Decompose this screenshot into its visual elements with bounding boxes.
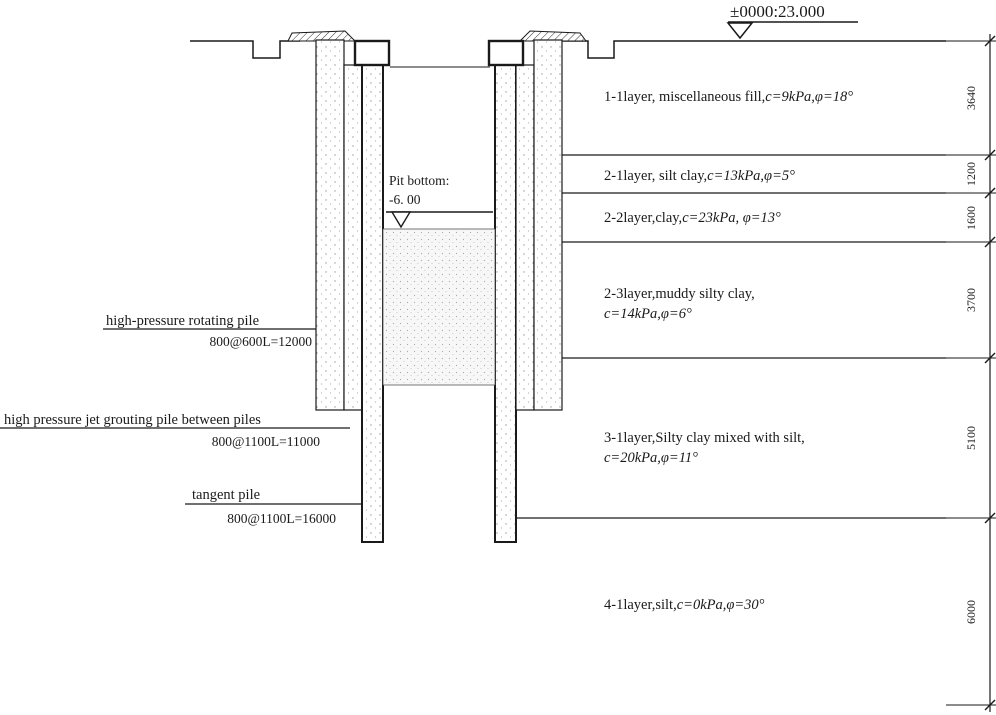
dim-layer-3: 1600: [964, 206, 978, 230]
left-capping-beam: [353, 39, 391, 67]
right-rotating-pile: [533, 39, 563, 411]
tangent-pile-title: tangent pile: [192, 487, 260, 503]
elevation-marker: [726, 21, 858, 40]
right-jet-grouting-pile: [515, 64, 535, 411]
dim-layer-4: 3700: [964, 288, 978, 312]
ground-surface: [190, 40, 946, 68]
elevation-label: ±0000:23.000: [730, 2, 825, 21]
pit-bottom-marker: [386, 211, 493, 229]
layer-4-params: c=14kPa,φ=6°: [604, 306, 692, 322]
pit-bottom-reinforcement: [382, 228, 496, 386]
right-capping-beam: [487, 39, 525, 67]
layer-4-label-line1: 2-3layer,muddy silty clay,: [604, 286, 755, 302]
layer-2-label: 2-1layer, silt clay,c=13kPa,φ=5°: [604, 168, 795, 184]
layer-5-label-line1: 3-1layer,Silty clay mixed with silt,: [604, 430, 805, 446]
tangent-pile-callout: tangent pile 800@1100L=16000: [185, 487, 362, 526]
jet-pile-title: high pressure jet grouting pile between …: [4, 412, 261, 428]
right-tangent-pile: [494, 64, 517, 543]
jet-pile-callout: high pressure jet grouting pile between …: [0, 412, 350, 449]
rotating-pile-callout: high-pressure rotating pile 800@600L=120…: [103, 313, 316, 349]
left-jet-grouting-pile: [343, 64, 363, 411]
tangent-pile-spec: 800@1100L=16000: [227, 511, 336, 526]
left-rotating-pile: [315, 39, 345, 411]
jet-pile-spec: 800@1100L=11000: [212, 434, 321, 449]
left-tangent-pile: [361, 64, 384, 543]
rotating-pile-spec: 800@600L=12000: [209, 334, 312, 349]
dim-layer-2: 1200: [964, 162, 978, 186]
layer-5-params: c=20kPa,φ=11°: [604, 450, 698, 466]
dimension-line: [946, 34, 996, 712]
dim-layer-1: 3640: [964, 86, 978, 110]
pit-bottom-label: Pit bottom:: [389, 173, 449, 188]
layer-3-label: 2-2layer,clay,c=23kPa, φ=13°: [604, 210, 781, 226]
rotating-pile-title: high-pressure rotating pile: [106, 313, 259, 329]
dim-layer-6: 6000: [964, 600, 978, 624]
pit-bottom-value: -6. 00: [389, 192, 421, 207]
right-surface-paving: [518, 30, 587, 42]
layer-boundaries: [516, 154, 946, 519]
layer-1-label: 1-1layer, miscellaneous fill,c=9kPa,φ=18…: [604, 89, 853, 105]
layer-6-label: 4-1layer,silt,c=0kPa,φ=30°: [604, 597, 765, 613]
dim-layer-5: 5100: [964, 426, 978, 450]
